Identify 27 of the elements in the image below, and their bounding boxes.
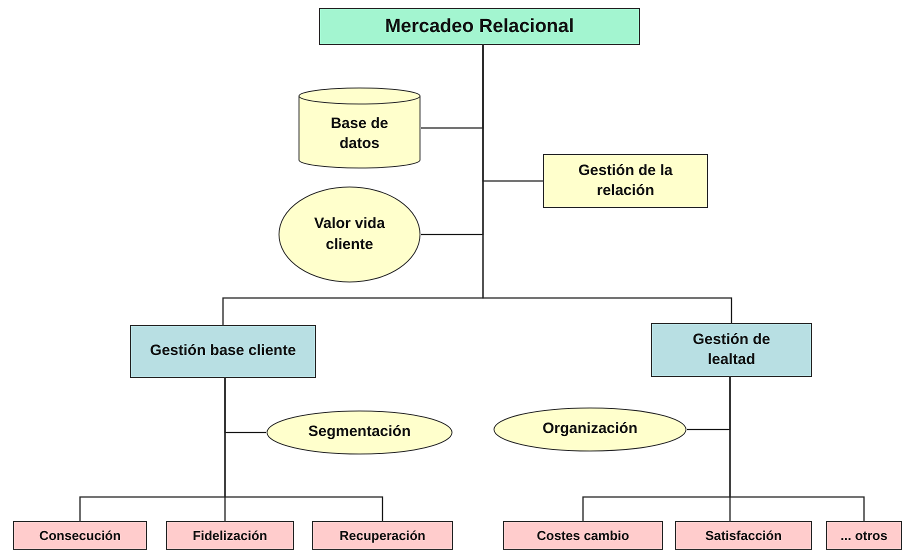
process-box [130, 325, 316, 378]
node-label: ... otros [840, 526, 888, 544]
node-label: Mercadeo Relacional [384, 14, 574, 39]
node-label: Valor vida cliente [313, 214, 386, 254]
node-label: Organización [542, 419, 638, 440]
title-box [319, 8, 640, 45]
process-box [312, 521, 453, 550]
node-label: Recuperación [340, 526, 426, 544]
node-label: Segmentación [308, 422, 411, 442]
process-box [675, 521, 812, 550]
node-label: Satisfacción [705, 526, 782, 544]
connector-line [729, 377, 865, 521]
node-label: Gestión base cliente [150, 341, 296, 362]
node-label: Costes cambio [536, 526, 630, 544]
process-box [651, 323, 812, 377]
node-label: Base de datos [330, 114, 390, 154]
process-box [13, 521, 147, 550]
connector-line [224, 378, 384, 521]
node-label: Gestión de lealtad [692, 330, 772, 370]
process-box [543, 154, 708, 208]
process-box [503, 521, 663, 550]
process-box [166, 521, 294, 550]
node-label: Consecución [39, 526, 121, 544]
process-box [826, 521, 902, 550]
node-label: Gestión de la relación [577, 160, 674, 201]
node-label: Fidelización [192, 526, 268, 544]
connector-line [482, 45, 732, 323]
